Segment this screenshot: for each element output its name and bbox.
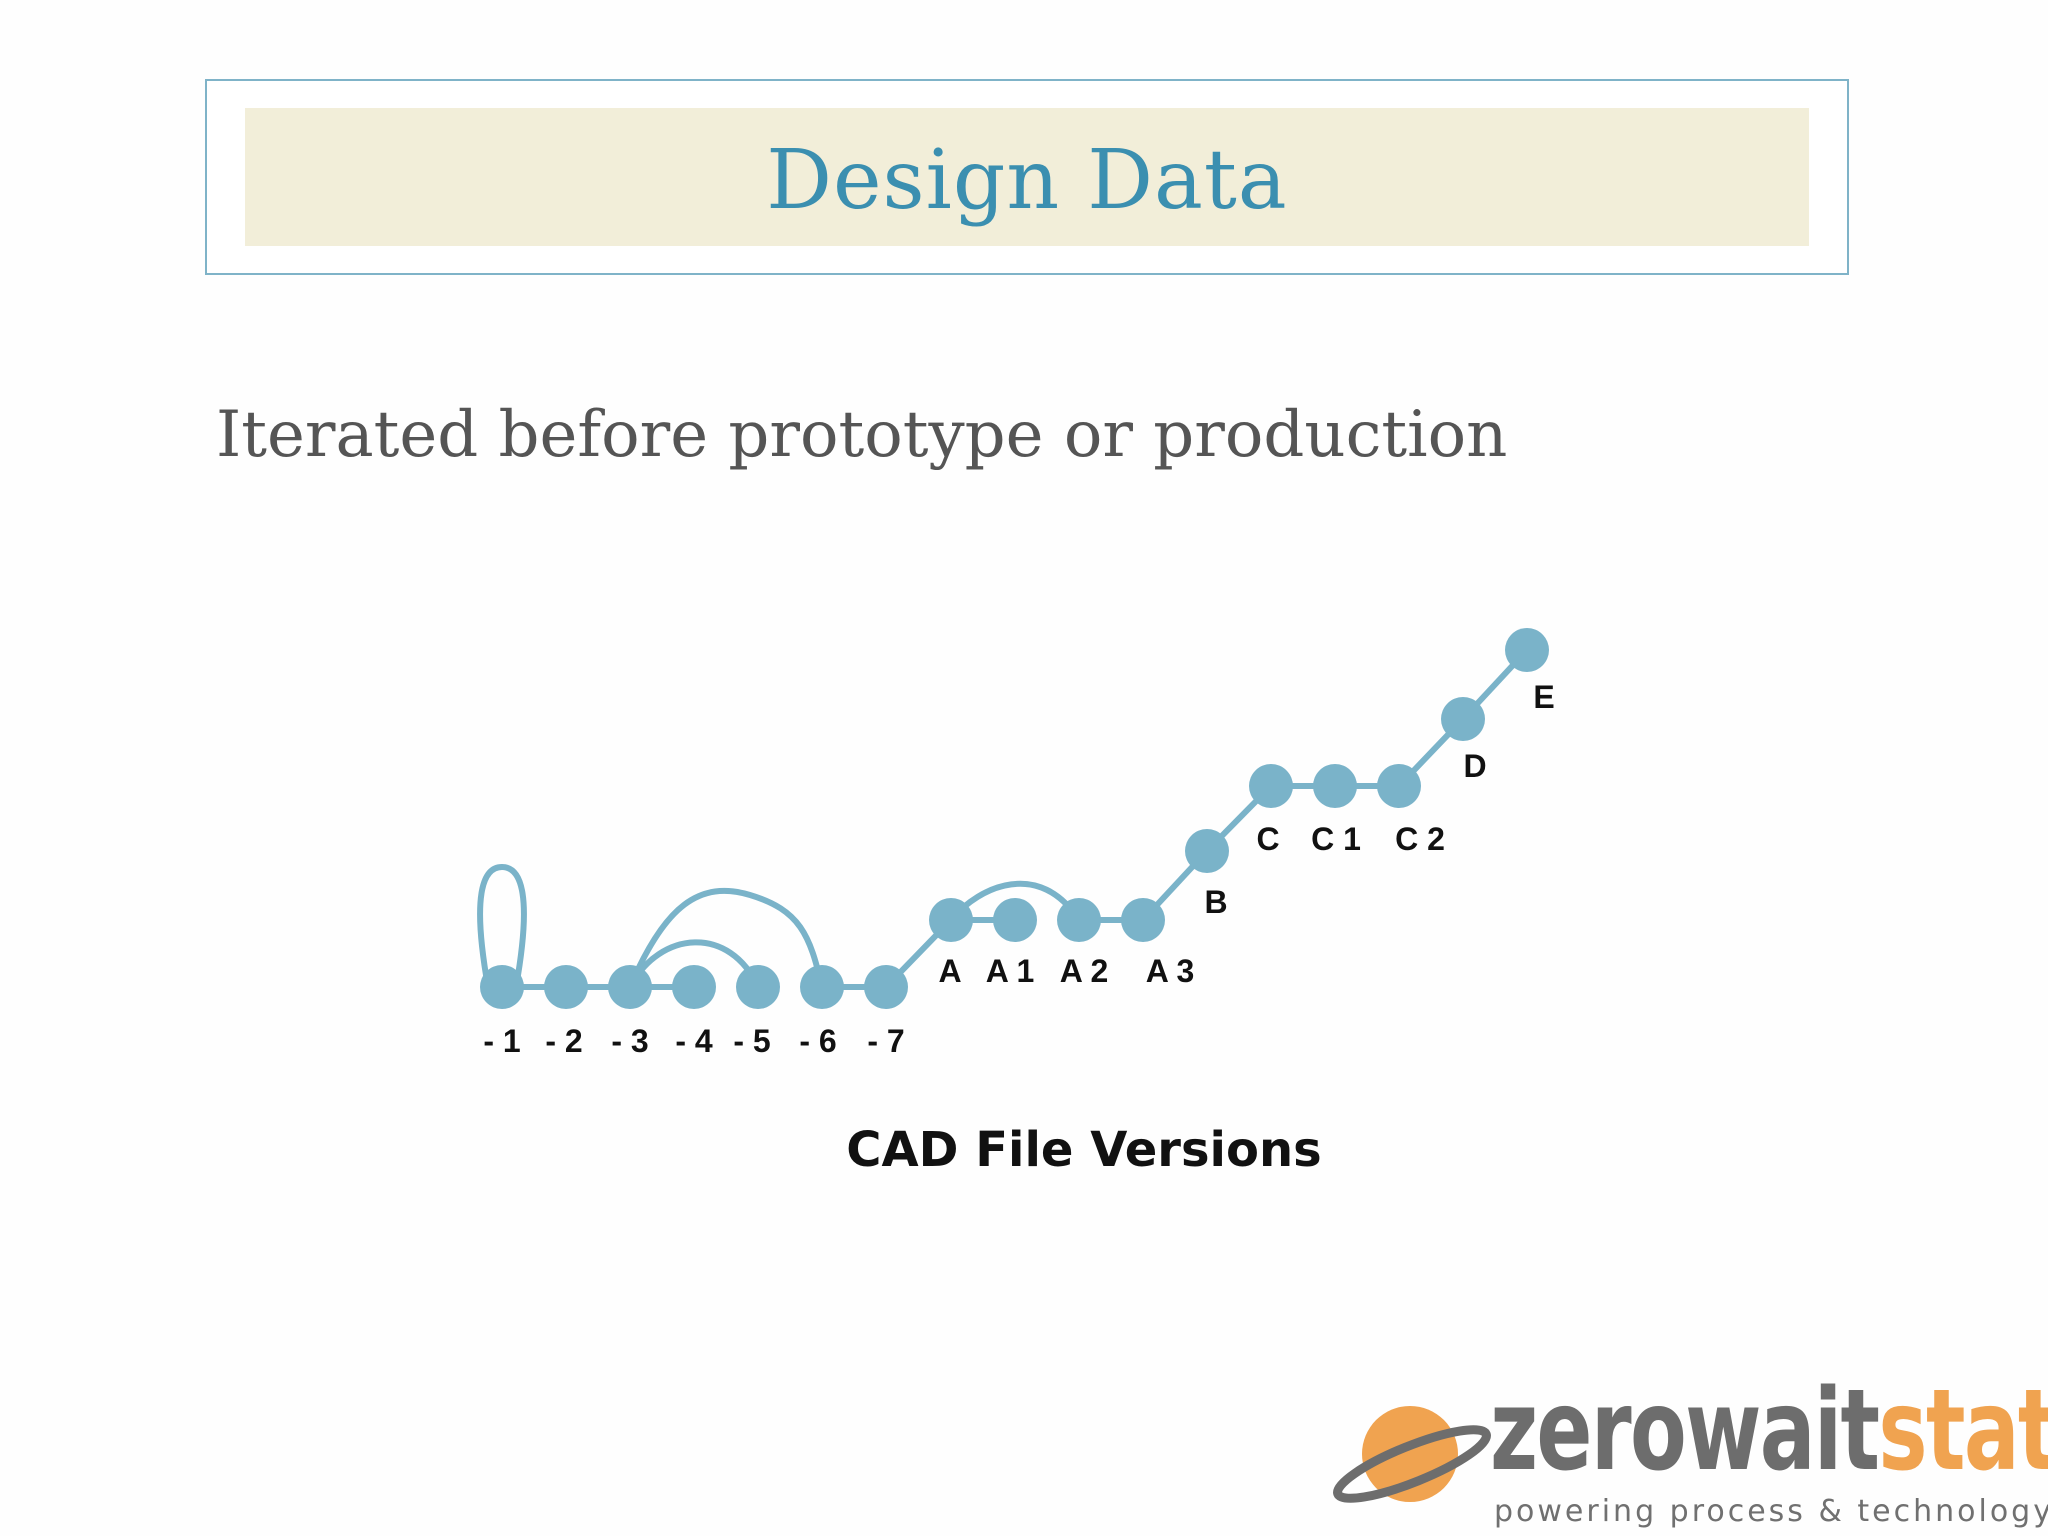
version-node-B xyxy=(1185,829,1229,873)
version-node-C1 xyxy=(1313,764,1357,808)
version-label--5: - 5 xyxy=(733,1023,770,1059)
version-node--3 xyxy=(608,965,652,1009)
version-label-A2: A 2 xyxy=(1060,953,1109,989)
version-node-A3 xyxy=(1121,898,1165,942)
logo-word-zerowait: zerowait xyxy=(1490,1366,1880,1496)
version-node--1 xyxy=(480,965,524,1009)
logo-tagline: powering process & technology xyxy=(1494,1494,2048,1529)
version-label-C2: C 2 xyxy=(1395,821,1445,857)
version-node--6 xyxy=(800,965,844,1009)
slide-title: Design Data xyxy=(766,132,1288,228)
edge--1-to--1 xyxy=(477,863,527,988)
version-node-D xyxy=(1441,697,1485,741)
version-label-D: D xyxy=(1463,748,1486,784)
edge--3-to--5 xyxy=(627,939,761,989)
slide-subtitle: Iterated before prototype or production xyxy=(216,398,1508,472)
title-band: Design Data xyxy=(245,108,1809,246)
version-label-B: B xyxy=(1204,884,1227,920)
version-node--5 xyxy=(736,965,780,1009)
version-node--2 xyxy=(544,965,588,1009)
version-label-A: A xyxy=(938,953,961,989)
company-logo: zerowaitstate powering process & technol… xyxy=(1330,1366,2048,1536)
version-label--4: - 4 xyxy=(675,1023,713,1059)
version-label--6: - 6 xyxy=(799,1023,836,1059)
version-label--3: - 3 xyxy=(611,1023,648,1059)
version-node-C xyxy=(1249,764,1293,808)
version-label-E: E xyxy=(1533,679,1554,715)
version-node--7 xyxy=(864,965,908,1009)
planet-logo-icon xyxy=(1333,1406,1491,1503)
version-label-C: C xyxy=(1256,821,1279,857)
logo-word-state: state xyxy=(1878,1366,2048,1496)
version-node-C2 xyxy=(1377,764,1421,808)
version-label-A3: A 3 xyxy=(1146,953,1195,989)
version-label-C1: C 1 xyxy=(1311,821,1361,857)
version-node--4 xyxy=(672,965,716,1009)
version-node-A1 xyxy=(993,898,1037,942)
version-node-E xyxy=(1505,628,1549,672)
version-label-A1: A 1 xyxy=(986,953,1035,989)
logo-wordmark: zerowaitstate xyxy=(1490,1366,2048,1496)
title-frame: Design Data xyxy=(205,79,1849,275)
version-label--2: - 2 xyxy=(545,1023,582,1059)
version-label--7: - 7 xyxy=(867,1023,904,1059)
version-label--1: - 1 xyxy=(483,1023,520,1059)
diagram-caption: CAD File Versions xyxy=(846,1122,1322,1178)
version-node-A xyxy=(929,898,973,942)
version-node-A2 xyxy=(1057,898,1101,942)
edge--3-to--6 xyxy=(627,888,825,989)
